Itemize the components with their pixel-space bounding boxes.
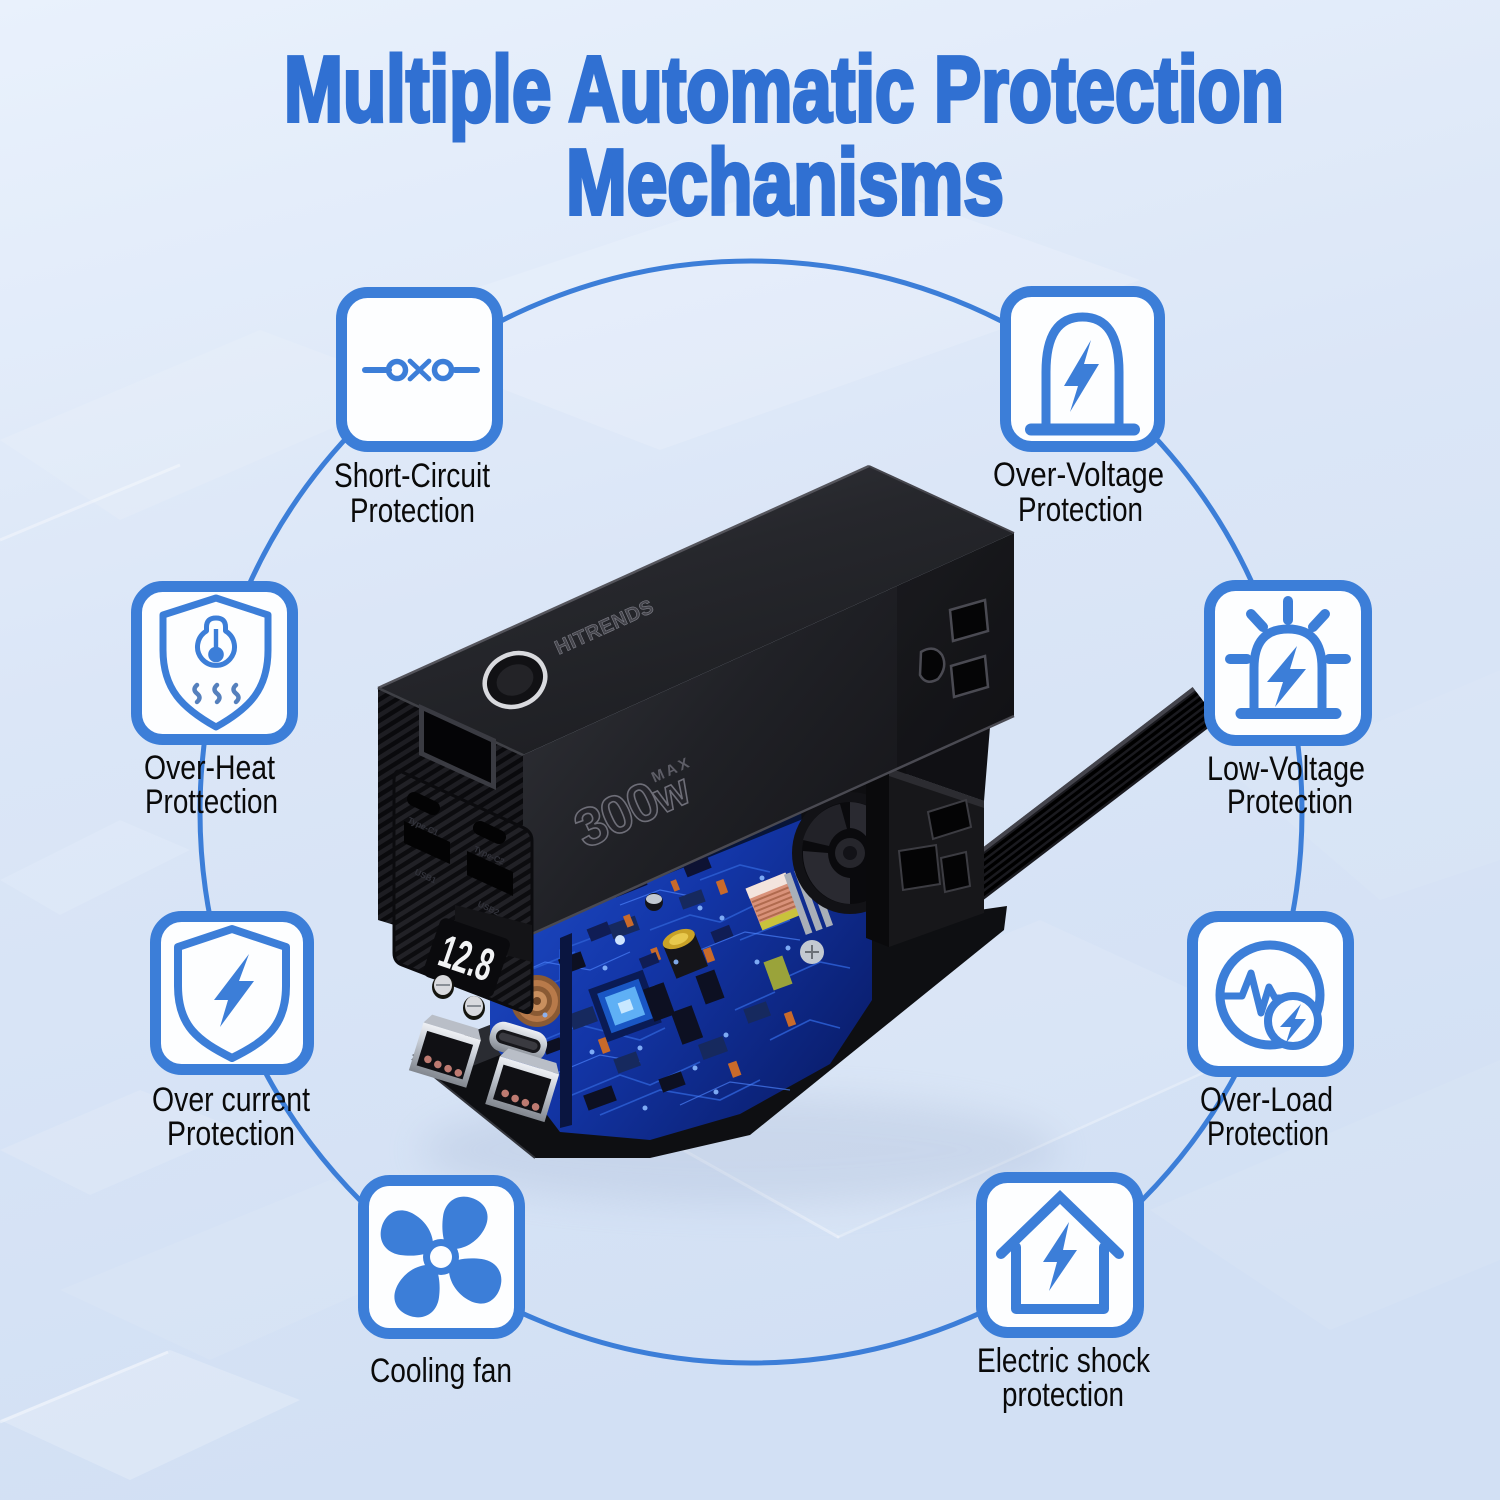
- svg-text:Prottection: Prottection: [145, 783, 278, 821]
- svg-text:Over current: Over current: [152, 1081, 310, 1119]
- svg-text:Electric shock: Electric shock: [977, 1342, 1151, 1380]
- svg-text:Protection: Protection: [1018, 491, 1143, 529]
- svg-text:Cooling fan: Cooling fan: [370, 1352, 512, 1390]
- svg-text:Low-Voltage: Low-Voltage: [1207, 750, 1365, 788]
- svg-text:Over-Heat: Over-Heat: [144, 749, 275, 787]
- svg-text:Protection: Protection: [350, 492, 475, 530]
- svg-text:Multiple Automatic Protection: Multiple Automatic Protection: [284, 37, 1284, 141]
- svg-text:Over-Voltage: Over-Voltage: [993, 456, 1164, 494]
- svg-text:Over-Load: Over-Load: [1200, 1081, 1333, 1119]
- svg-text:Protection: Protection: [1207, 1115, 1329, 1153]
- svg-text:Short-Circuit: Short-Circuit: [334, 457, 490, 495]
- svg-text:protection: protection: [1002, 1376, 1124, 1414]
- svg-text:Protection: Protection: [167, 1115, 295, 1153]
- svg-text:Protection: Protection: [1227, 783, 1353, 821]
- svg-text:Mechanisms: Mechanisms: [566, 130, 1004, 234]
